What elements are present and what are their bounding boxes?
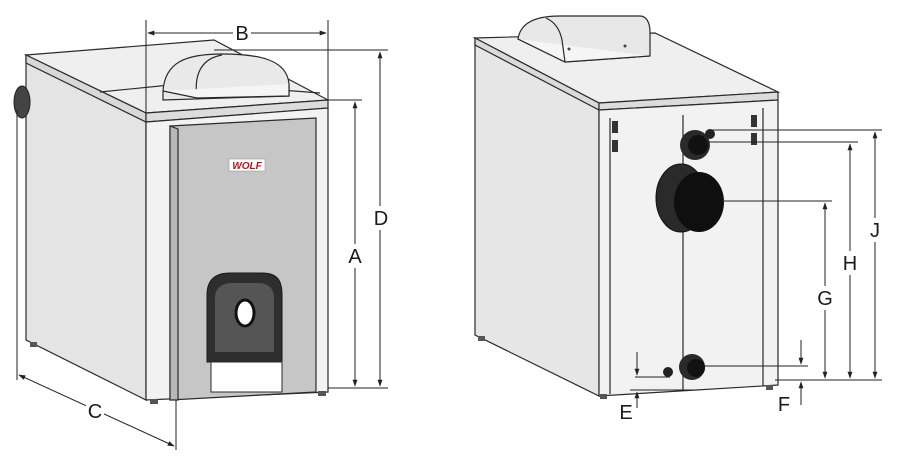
vent-slot xyxy=(751,115,757,127)
dimension-label-d: D xyxy=(374,208,388,230)
wolf-logo-text: WOLF xyxy=(232,161,262,172)
dimension-label-c: C xyxy=(88,401,102,423)
burner-opening xyxy=(206,272,283,393)
control-housing-dome xyxy=(162,53,290,101)
vent-slot xyxy=(751,133,757,145)
boiler-rear-panel xyxy=(598,99,779,397)
dimension-label-j: J xyxy=(870,220,880,242)
foot xyxy=(766,385,773,390)
wolf-logo: WOLF xyxy=(228,158,266,172)
burner-port xyxy=(234,298,256,328)
dimension-label-a: A xyxy=(348,246,362,268)
vent-slot xyxy=(612,140,618,152)
dimension-label-b: B xyxy=(235,23,248,45)
boiler-front-view: WOLF xyxy=(13,39,331,404)
flow-connection xyxy=(680,129,715,160)
foot xyxy=(318,391,326,396)
foot xyxy=(478,336,485,341)
vent-slot xyxy=(612,121,618,133)
dimension-label-f: F xyxy=(778,394,790,416)
boiler-rear-view xyxy=(472,15,781,399)
return-connection xyxy=(663,354,705,380)
foot xyxy=(30,342,37,347)
dimension-label-e: E xyxy=(619,402,632,424)
flue-outlet xyxy=(655,163,724,233)
flue-stub xyxy=(13,85,31,119)
dimension-label-h: H xyxy=(843,253,857,275)
dimension-label-g: G xyxy=(817,288,833,310)
rear-control-housing-dome xyxy=(517,15,651,63)
foot xyxy=(150,399,158,404)
foot xyxy=(600,394,607,399)
dimension-labels: B D A C J H G F E xyxy=(86,22,884,424)
